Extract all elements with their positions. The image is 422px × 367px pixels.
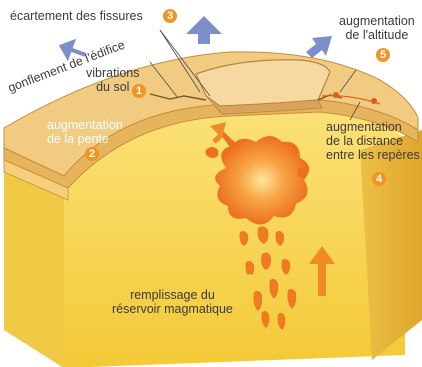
benchmark-point [371, 98, 377, 104]
label-distance-line1: augmentation [326, 120, 420, 134]
label-pente-line2: de la pente [47, 132, 123, 146]
label-distance-line2: de la distance [326, 134, 420, 148]
label-reservoir: remplissage du réservoir magmatique [112, 288, 233, 316]
label-vibrations-line1: vibrations [86, 66, 140, 80]
marker-2: 2 [85, 147, 99, 161]
label-pente-line1: augmentation [47, 118, 123, 132]
label-distance-line3: entre les repères [326, 148, 420, 162]
marker-3: 3 [163, 9, 177, 23]
marker-5: 5 [376, 48, 390, 62]
marker-4: 4 [372, 172, 386, 186]
marker-1: 1 [132, 84, 146, 98]
label-pente: augmentation de la pente [47, 118, 123, 146]
label-altitude: augmentation de l'altitude [339, 14, 415, 42]
label-ecartement: écartement des fissures [10, 9, 143, 23]
label-reservoir-line1: remplissage du [112, 288, 233, 302]
label-altitude-line1: augmentation [339, 14, 415, 28]
benchmark-point [333, 92, 339, 98]
label-reservoir-line2: réservoir magmatique [112, 302, 233, 316]
label-distance: augmentation de la distance entre les re… [326, 120, 420, 162]
label-altitude-line2: de l'altitude [339, 28, 415, 42]
